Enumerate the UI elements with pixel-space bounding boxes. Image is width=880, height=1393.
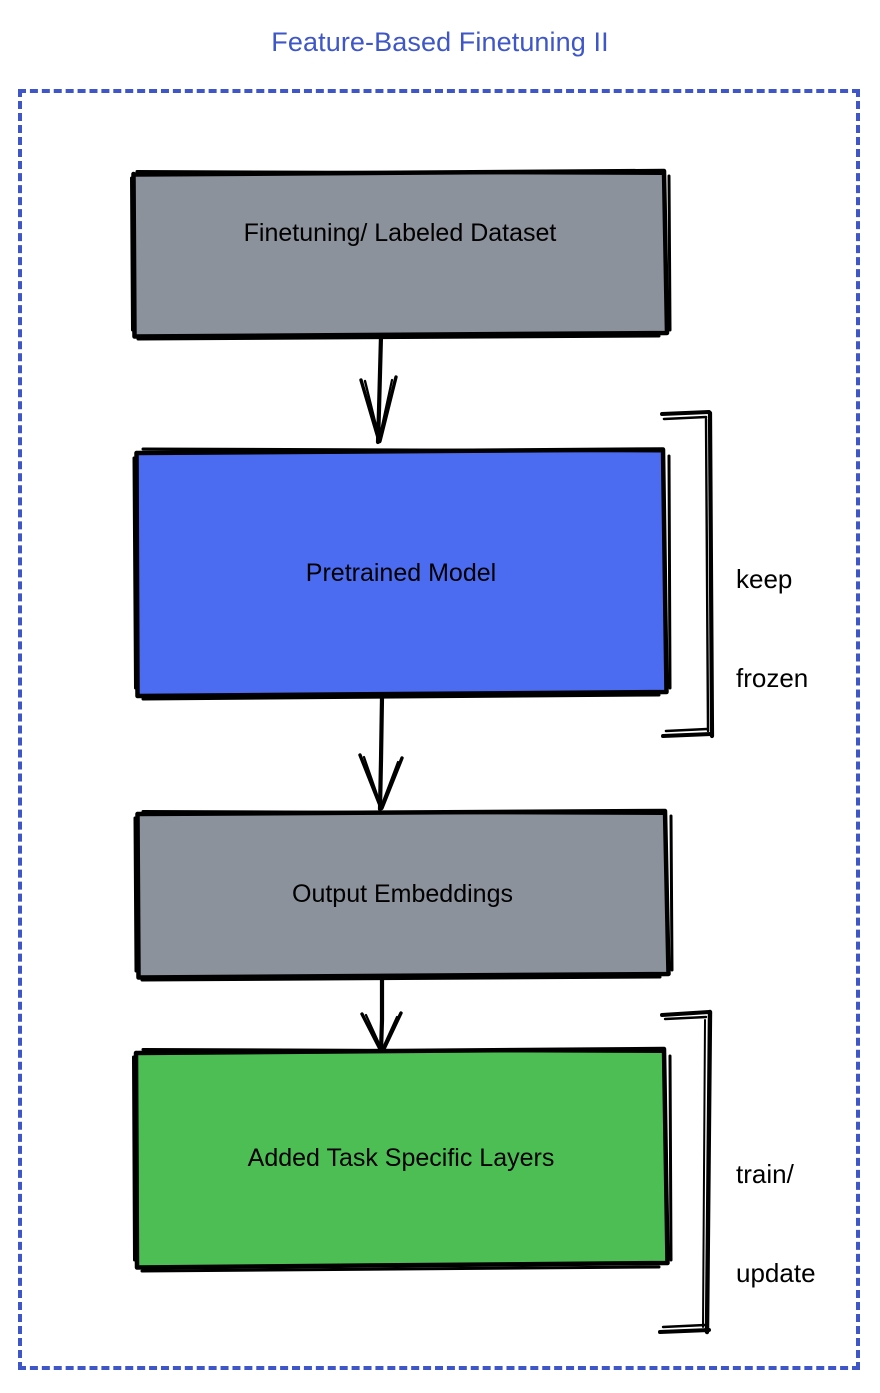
node-tasklayers-shape: [132, 1046, 673, 1273]
node-dataset-label: Finetuning/ Labeled Dataset: [243, 219, 557, 247]
node-tasklayers[interactable]: Added Task Specific Layers: [132, 1046, 673, 1273]
annotation-train-update-line1: train/: [736, 1159, 794, 1189]
node-embeddings[interactable]: Output Embeddings: [133, 808, 674, 982]
annotation-keep-frozen: keep frozen: [736, 497, 808, 761]
node-pretrained[interactable]: Pretrained Model: [132, 447, 672, 701]
annotation-train-update: train/ update: [736, 1092, 816, 1356]
node-embeddings-shape: [133, 808, 674, 982]
annotation-keep-frozen-line2: frozen: [736, 663, 809, 693]
node-pretrained-label: Pretrained Model: [305, 558, 497, 587]
annotation-keep-frozen-line1: keep: [736, 564, 793, 594]
node-dataset-shape: [130, 168, 672, 341]
page-title: Feature-Based Finetuning II: [271, 27, 609, 57]
diagram-outer-frame: [18, 89, 860, 1370]
node-dataset[interactable]: Finetuning/ Labeled Dataset: [130, 168, 672, 341]
node-pretrained-shape: [132, 447, 672, 701]
annotation-train-update-line2: update: [736, 1258, 816, 1288]
node-tasklayers-label: Added Task Specific Layers: [247, 1144, 555, 1172]
node-embeddings-label: Output Embeddings: [292, 880, 513, 908]
